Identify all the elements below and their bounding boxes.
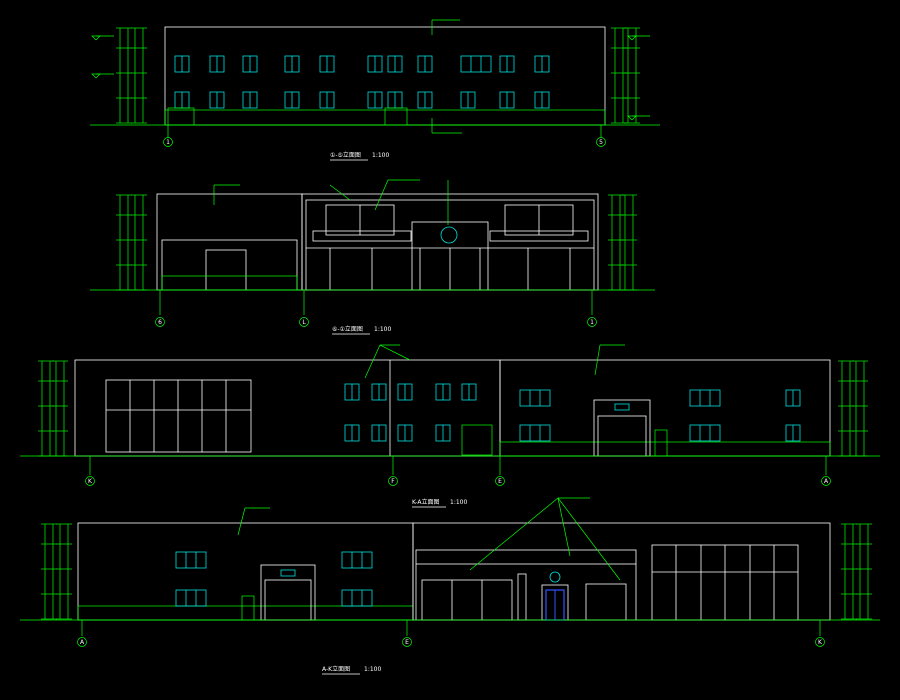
facade-4-right	[412, 522, 831, 621]
door-1b	[384, 107, 408, 126]
rolling-door-4	[264, 579, 312, 621]
axis-bubble-2-1: 1	[587, 317, 597, 327]
svg-text:K: K	[88, 478, 93, 485]
axis-bubble-3-F: F	[388, 476, 398, 486]
svg-text:1: 1	[590, 319, 594, 326]
elevation-2: 6 L 1 ⑥-①立面图 1:100	[90, 179, 655, 335]
axis-bubble-2-L: L	[299, 317, 309, 327]
facade-2-left	[156, 193, 303, 291]
svg-text:L: L	[302, 319, 306, 326]
axis-bubble-1-1: 1	[163, 137, 173, 147]
svg-text:A: A	[80, 639, 85, 646]
axis-bubble-3-K: K	[85, 476, 95, 486]
axis-bubble-4-E: E	[402, 637, 412, 647]
axis-bubble-3-A: A	[821, 476, 831, 486]
elevation-title-3: K-A立面图	[412, 498, 439, 506]
axis-bubble-3-E: E	[495, 476, 505, 486]
svg-text:K: K	[818, 639, 823, 646]
axis-bubble-2-6: 6	[155, 317, 165, 327]
elevation-scale-4: 1:100	[364, 666, 381, 673]
svg-text:E: E	[405, 639, 409, 646]
elevation-title-4: A-K立面图	[322, 665, 350, 673]
elevation-title-2: ⑥-①立面图	[332, 325, 363, 333]
rolling-door-2	[205, 249, 247, 291]
svg-text:A: A	[824, 478, 829, 485]
windows-row-upper-1	[174, 55, 550, 73]
windows-row-lower-1	[174, 91, 550, 109]
elevation-1: 1 5 ①-⑤立面图 1:100	[90, 19, 660, 161]
rolling-door-3	[597, 415, 647, 457]
facade-3-left	[74, 359, 501, 457]
axis-bubble-4-K: K	[815, 637, 825, 647]
elevation-3: K F E A K-A立面图 1:100	[20, 344, 880, 508]
svg-text:6: 6	[158, 319, 162, 326]
facade-3-right	[499, 359, 831, 457]
svg-text:5: 5	[599, 139, 603, 146]
facade-4-left	[77, 522, 414, 621]
elevation-title-1: ①-⑤立面图	[330, 151, 361, 159]
svg-text:1: 1	[166, 139, 170, 146]
axis-bubble-1-5: 5	[596, 137, 606, 147]
curtain-wall-3	[105, 379, 252, 453]
elevation-scale-3: 1:100	[450, 499, 467, 506]
svg-text:E: E	[498, 478, 502, 485]
svg-text:F: F	[391, 478, 395, 485]
elevation-scale-1: 1:100	[372, 152, 389, 159]
axis-bubble-4-A: A	[77, 637, 87, 647]
round-emblem-2	[440, 226, 458, 244]
door-1a	[167, 107, 195, 126]
elevation-4: A E K A-K立面图 1:100	[20, 497, 880, 675]
elevation-scale-2: 1:100	[374, 326, 391, 333]
